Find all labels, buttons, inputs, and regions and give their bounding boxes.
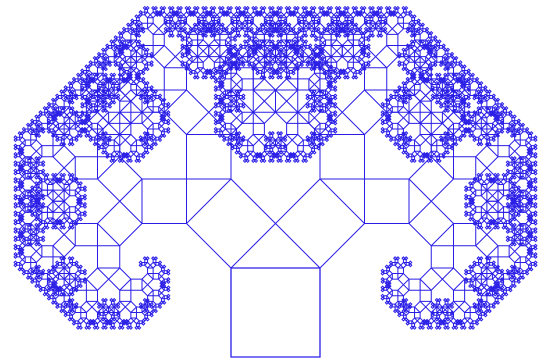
pythagoras-tree-diagram xyxy=(0,0,545,363)
fractal-canvas xyxy=(0,0,545,363)
